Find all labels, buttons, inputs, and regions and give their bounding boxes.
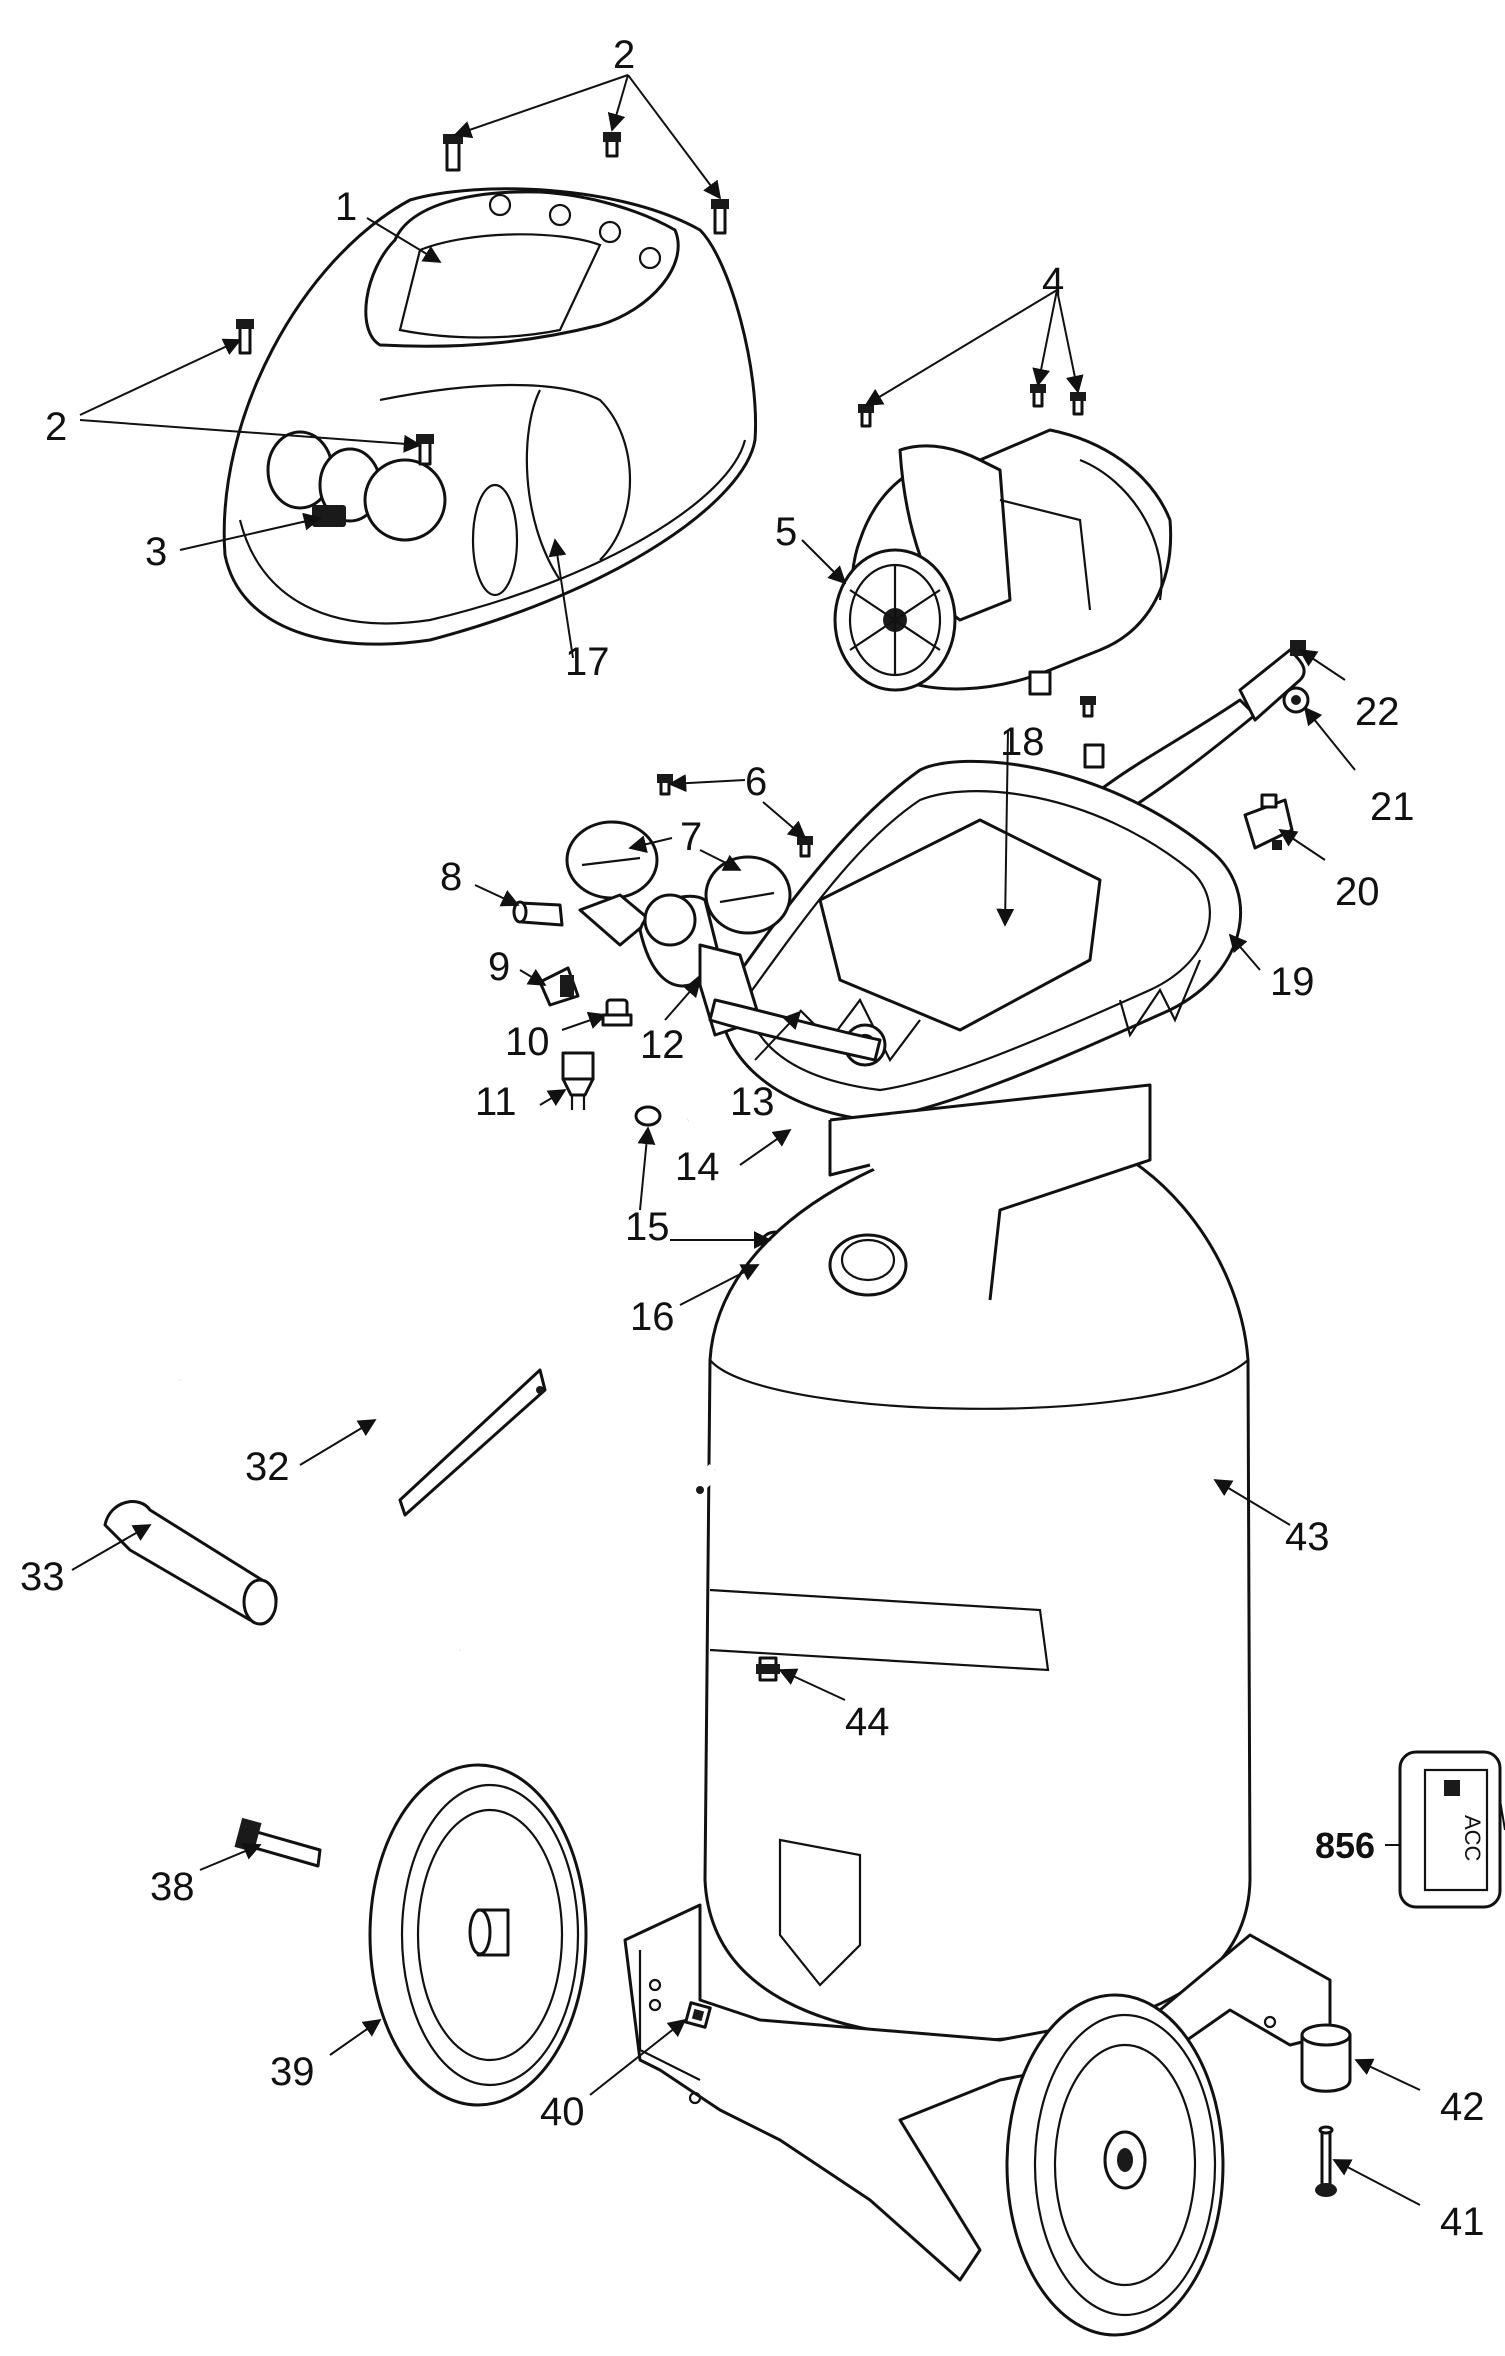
reference-tag: ACC [1385,1750,1505,1909]
callout-15: 15 [625,1205,670,1249]
screw-group-4 [858,384,1086,428]
callout-39: 39 [270,2050,315,2094]
callout-2-left: 2 [45,405,67,449]
callout-18: 18 [1000,720,1045,764]
callout-20: 20 [1335,870,1380,914]
callout-13: 13 [730,1080,775,1124]
drain-valve-44 [756,1656,780,1682]
callout-17: 17 [565,640,610,684]
callout-3: 3 [145,530,167,574]
callout-8: 8 [440,855,462,899]
handle-32 [170,1336,721,1710]
callout-2-top: 2 [613,33,635,77]
callout-42: 42 [1440,2085,1485,2129]
callout-38: 38 [150,1865,195,1909]
fitting-10 [601,998,633,1027]
callout-41: 41 [1440,2200,1485,2244]
motor-base-tray [718,759,1242,1122]
callout-16: 16 [630,1295,675,1339]
callout-labels: 1 2 2 3 4 5 6 7 8 9 10 11 12 13 14 15 16… [20,33,1485,2244]
callout-4: 4 [1042,260,1064,304]
callout-14: 14 [675,1145,720,1189]
callout-11: 11 [475,1080,517,1124]
fitting-9 [538,966,580,1007]
screw-group-2 [236,132,729,466]
callout-22: 22 [1355,690,1400,734]
callout-10: 10 [505,1020,550,1064]
callout-32: 32 [245,1445,290,1489]
strain-relief-21 [1282,686,1310,714]
wheel-right [1005,1993,1225,2337]
callout-9: 9 [488,945,510,989]
power-cord [1079,640,1306,817]
hose-14 [686,1113,785,1243]
callout-6: 6 [745,760,767,804]
check-valve-20 [1243,793,1294,850]
callout-19: 19 [1270,960,1315,1004]
bolt-41 [1315,2125,1337,2197]
gauge-openings [266,430,447,542]
wheel-left [368,1763,588,2107]
air-tank [703,1083,1252,2042]
callout-1: 1 [335,185,357,229]
axle-bolt-38 [234,1817,322,1868]
rubber-foot-42 [1300,2023,1352,2093]
motor-pump-assembly [833,428,1173,696]
top-panel [364,190,680,348]
callout-5: 5 [775,510,797,554]
screw-18 [1080,696,1096,718]
callout-44: 44 [845,1700,890,1744]
callout-12: 12 [640,1023,685,1067]
pressure-switch-11 [561,1051,595,1110]
screw-group-6 [657,774,813,858]
regulator-manifold [578,893,882,1062]
leader-lines [71,74,1421,2206]
reference-tag-text: ACC [1460,1815,1485,1862]
nut-40 [684,2001,712,2029]
callout-7: 7 [680,815,702,859]
reference-code: 856 [1315,1825,1375,1866]
callout-21: 21 [1370,785,1415,829]
quick-coupler-8 [512,900,564,927]
callout-43: 43 [1285,1515,1330,1559]
callout-40: 40 [540,2090,585,2134]
tank-base-frame [623,1903,1332,2282]
callout-33: 33 [20,1555,65,1599]
clamp-15 [634,1105,662,1127]
